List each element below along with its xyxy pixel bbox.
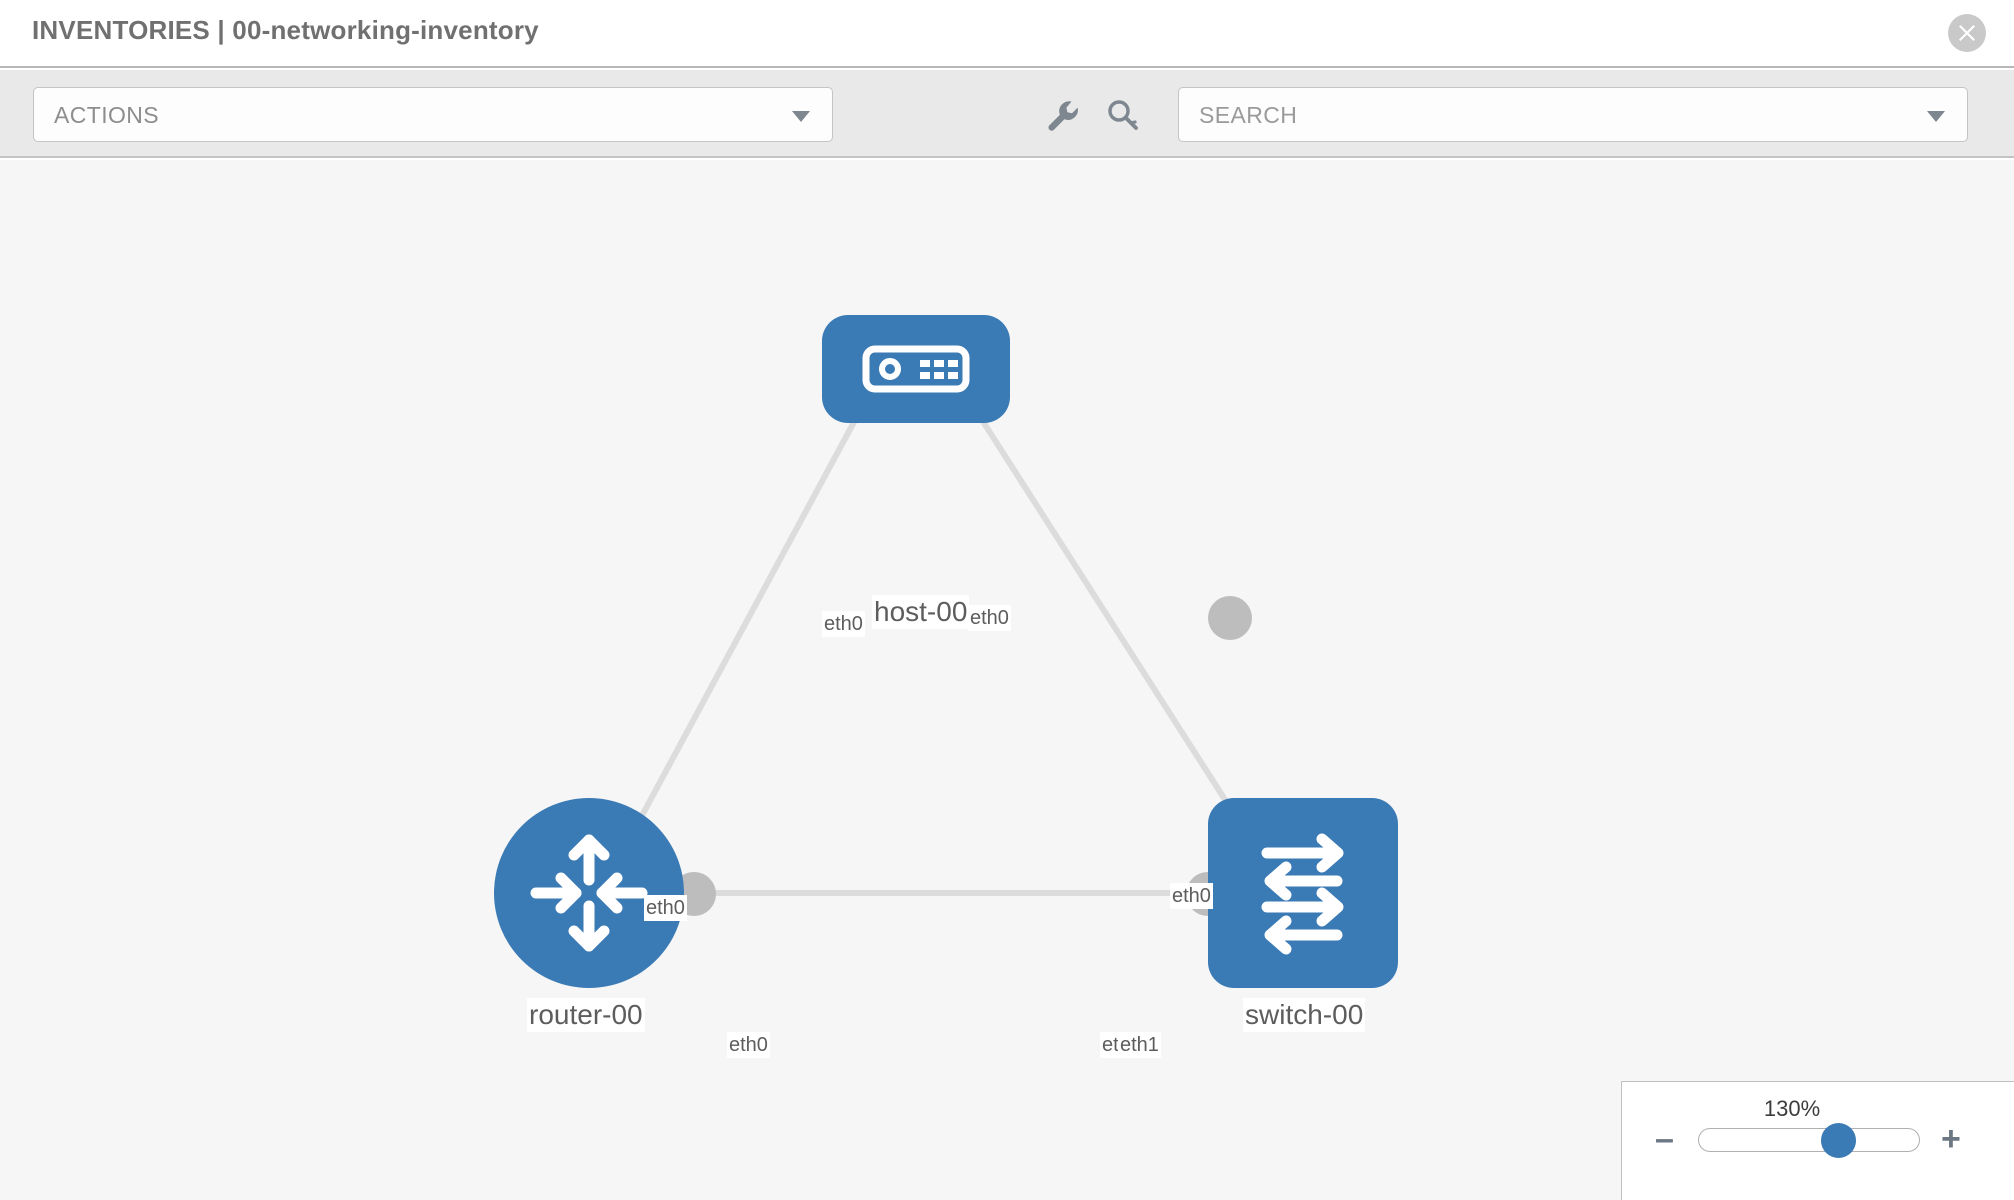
page-title: INVENTORIES | 00-networking-inventory <box>32 15 539 45</box>
minus-icon[interactable]: – <box>1655 1120 1674 1158</box>
topology-edges <box>607 368 1241 896</box>
zoom-control-panel: 130% – + <box>1621 1081 2014 1200</box>
connector-switch-top[interactable] <box>1208 596 1252 640</box>
zoom-slider-track[interactable] <box>1698 1123 1920 1158</box>
actions-dropdown[interactable]: ACTIONS <box>33 87 833 142</box>
node-label-switch-00: switch-00 <box>1243 998 1366 1032</box>
actions-dropdown-label: ACTIONS <box>54 102 160 128</box>
switch-arrows-icon <box>1261 833 1344 955</box>
key-icon[interactable] <box>1098 92 1144 138</box>
edge-label-host-left: eth0 <box>822 611 865 637</box>
topology-canvas[interactable]: host-00 router-00 switch-00 eth0 eth0 et… <box>0 160 2014 1200</box>
router-arrows-icon <box>530 834 648 952</box>
plus-icon[interactable]: + <box>1941 1120 1961 1158</box>
page-header: INVENTORIES | 00-networking-inventory <box>0 0 2014 68</box>
toolbar: ACTIONS SEARCH <box>0 70 2014 158</box>
node-router-00[interactable] <box>494 798 684 988</box>
chevron-down-icon[interactable] <box>1927 111 1945 122</box>
zoom-slider-thumb[interactable] <box>1820 1123 1856 1158</box>
chevron-down-icon <box>792 111 810 122</box>
edge-label-host-right: eth0 <box>968 605 1011 631</box>
edge-label-switch-eth1: eth1 <box>1118 1032 1161 1058</box>
edge-label-switch-upper: eth0 <box>1170 883 1213 909</box>
node-switch-00[interactable] <box>1208 798 1398 988</box>
edge-label-router-right: eth0 <box>727 1032 770 1058</box>
node-label-router-00: router-00 <box>527 998 645 1032</box>
search-input[interactable]: SEARCH <box>1178 87 1968 142</box>
node-host-00[interactable] <box>822 315 1010 423</box>
close-icon[interactable] <box>1948 14 1986 52</box>
server-appliance-icon <box>862 345 970 393</box>
node-label-host-00: host-00 <box>872 595 970 629</box>
search-placeholder: SEARCH <box>1199 102 1298 128</box>
edge-label-router-upper: eth0 <box>644 895 687 921</box>
zoom-level-value: 130% <box>1763 1096 1821 1121</box>
wrench-icon[interactable] <box>1038 92 1084 138</box>
